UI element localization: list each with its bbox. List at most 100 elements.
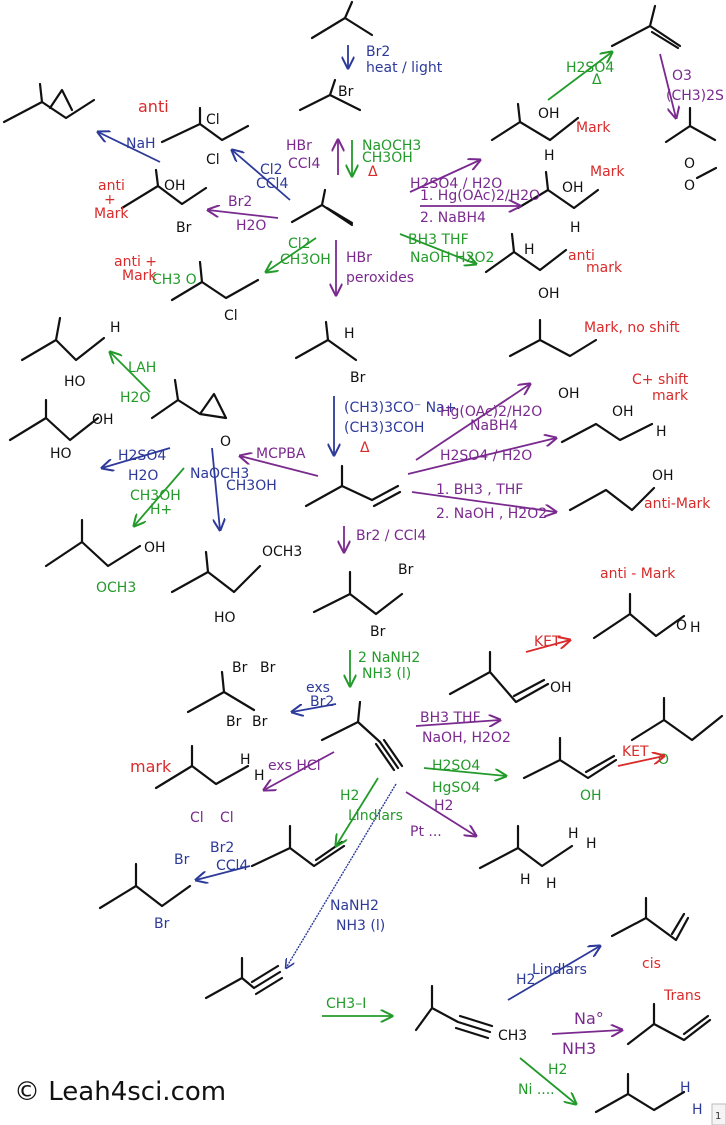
label-h-13: H	[546, 876, 557, 892]
credit-text: © Leah4sci.com	[14, 1077, 226, 1107]
note-anti-1: anti	[138, 97, 169, 116]
label-ho-1: HO	[64, 374, 86, 390]
reagent-oxymerc-top-2: 2. NaBH4	[420, 210, 486, 226]
reagent-nanh2-bot-2: NH3 (l)	[336, 918, 385, 934]
label-br-10: Br	[174, 852, 190, 868]
reagent-hydrob-top-1: BH3 THF	[408, 232, 469, 248]
label-h-4: H	[110, 320, 121, 336]
molecule-bromohydrin	[120, 168, 208, 210]
molecule-alkene-top-right	[610, 4, 682, 50]
label-oh-8: OH	[652, 468, 674, 484]
note-cis: cis	[642, 956, 661, 972]
reagent-ket-1: KET	[534, 634, 561, 650]
reagent-br2-light-1: Br2	[366, 44, 390, 60]
reagent-br2-light-2: heat / light	[366, 60, 443, 76]
molecule-markov-alcohol-1	[490, 102, 580, 142]
label-och3-2: OCH3	[262, 544, 302, 560]
label-br-3: Br	[350, 370, 366, 386]
arrow-nah-epoxide	[98, 132, 161, 163]
arrow-cl2-ch3oh	[266, 237, 317, 272]
molecule-primary-alcohol-lah	[20, 316, 106, 362]
molecule-shift-alcohol	[560, 422, 654, 444]
label-h-9: H	[254, 768, 265, 784]
label-br-2: Br	[176, 220, 192, 236]
molecule-dichloride	[160, 106, 250, 144]
arrow-h2so4-hgso4	[423, 767, 506, 776]
arrow-h2-lindlar	[336, 777, 379, 846]
reagent-h2so4-ch3oh-1: H2SO4	[118, 448, 166, 464]
reagent-h2-pt-2: Pt ...	[410, 824, 442, 840]
reagent-h2-lindlar-1: H2	[340, 788, 359, 804]
note-anti-mark-1b: +	[104, 192, 116, 208]
note-mark-2: Mark	[590, 164, 625, 180]
molecule-diol	[8, 398, 100, 442]
label-oh-3: OH	[562, 180, 584, 196]
reagent-oxymerc-mid-1: Hg(OAc)2/H2O	[440, 404, 542, 420]
note-mark-3: mark	[130, 757, 172, 776]
reagent-h2so4-ch3oh-2: H2O	[128, 468, 158, 484]
reagent-hbr-perox-1: HBr	[346, 250, 372, 266]
reagent-ch3i: CH3–I	[326, 996, 366, 1012]
reagent-hbr-ccl4-1: HBr	[286, 138, 312, 154]
label-o-5: O	[658, 752, 669, 768]
label-br-1: Br	[338, 84, 354, 100]
label-h-15: H	[692, 1102, 703, 1118]
label-h-8: H	[240, 752, 251, 768]
label-oh-9: OH	[144, 540, 166, 556]
note-anti-mark-1c: Mark	[94, 206, 129, 222]
arrow-h2-lindlar-bot	[507, 946, 600, 1001]
arrow-h2-pt	[405, 791, 476, 836]
reagent-hydrob-top-2: NaOH H2O2	[410, 250, 494, 266]
note-anti-mark-3b: mark	[586, 260, 623, 276]
label-ch3o-1: CH3 O	[152, 272, 197, 288]
reagent-br2-ccl4-mid: Br2 / CCl4	[356, 528, 426, 544]
molecule-central-alkene-top	[290, 188, 354, 227]
reagent-ozon-1: O3	[672, 68, 692, 84]
label-oh-11: OH	[580, 788, 602, 804]
reagent-naoch3-1: NaOCH3	[362, 138, 421, 154]
label-h-14: H	[680, 1080, 691, 1096]
label-o-4: O	[676, 618, 687, 634]
label-oh-1: OH	[164, 178, 186, 194]
label-och3-1: OCH3	[96, 580, 136, 596]
label-h-2: H	[570, 220, 581, 236]
note-anti-mark-3a: anti	[568, 248, 595, 264]
molecule-markov-alcohol-2	[516, 170, 600, 210]
label-br-11: Br	[154, 916, 170, 932]
label-h-12: H	[520, 872, 531, 888]
label-ho-3: HO	[214, 610, 236, 626]
molecule-cis-alkene	[610, 896, 690, 942]
molecule-anti-mark-alcohol-mid	[568, 486, 656, 512]
label-ch3-1: CH3	[498, 1028, 527, 1044]
arrow-ket-1	[525, 640, 570, 653]
molecule-chloroether	[170, 260, 260, 302]
label-oh-6: OH	[612, 404, 634, 420]
label-o-3: O	[220, 434, 231, 450]
reagent-nanh2-bot-1: NaNH2	[330, 898, 379, 914]
note-anti-mark-2b: Mark	[122, 268, 157, 284]
label-o-1: O	[684, 156, 695, 172]
arrow-hydrob-mid	[411, 491, 556, 512]
label-h-11: H	[586, 836, 597, 852]
molecule-central-alkyne	[320, 700, 404, 772]
reagent-hydrob-yne-2: NaOH, H2O2	[422, 730, 511, 746]
reagent-hydrob-yne-1: BH3 THF	[420, 710, 481, 726]
label-br-7: Br	[260, 660, 276, 676]
reagent-h2so4-h2o-top: H2SO4 / H2O	[410, 176, 502, 192]
reagent-hydrob-mid-2: 2. NaOH , H2O2	[436, 506, 547, 522]
reagent-cl2-ccl4-2: CCl4	[256, 176, 288, 192]
reagent-h2-ni-1: H2	[548, 1062, 567, 1078]
arrow-h2so4-h2o-epox	[102, 447, 171, 468]
arrow-h2so4-delta	[547, 52, 612, 101]
label-h-1: H	[544, 148, 555, 164]
molecule-trans-alkene	[626, 1002, 712, 1046]
label-oh-7: OH	[92, 412, 114, 428]
reagent-tbuok-1: (CH3)3CO⁻ Na+	[344, 400, 456, 416]
reagent-exs-br2-2: Br2	[310, 694, 334, 710]
reagent-cl2-ch3oh-2: CH3OH	[280, 252, 331, 268]
note-trans: Trans	[663, 988, 701, 1004]
reagent-nah: NaH	[126, 136, 156, 152]
label-cl-3: Cl	[224, 308, 238, 324]
reagent-hbr-ccl4-2: CCl4	[288, 156, 320, 172]
reagent-hbr-perox-2: peroxides	[346, 270, 414, 286]
